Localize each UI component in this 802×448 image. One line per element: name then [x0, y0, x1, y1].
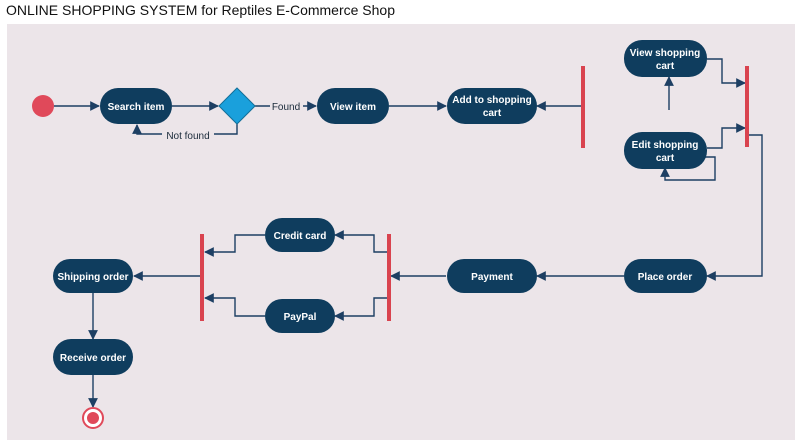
- edge-edit-self-loop: [660, 156, 716, 181]
- view-cart-label-line1: View shopping: [630, 48, 700, 59]
- page-title: ONLINE SHOPPING SYSTEM for Reptiles E-Co…: [6, 2, 395, 18]
- end-node-inner: [87, 412, 99, 424]
- edge-paypal-to-join: [204, 293, 265, 317]
- node-add-to-cart: Add to shopping cart: [447, 88, 537, 124]
- node-shipping-order: Shipping order: [53, 259, 133, 293]
- node-place-order: Place order: [624, 259, 707, 293]
- edge-editcart-to-bar: [707, 123, 746, 149]
- search-item-label: Search item: [108, 102, 165, 113]
- fork-bar-cart: [581, 66, 585, 148]
- node-receive-order: Receive order: [53, 339, 133, 375]
- node-paypal: PayPal: [265, 299, 335, 333]
- join-bar-payment: [200, 234, 204, 321]
- view-cart-label-line2: cart: [656, 61, 675, 72]
- node-search-item: Search item: [100, 88, 172, 124]
- payment-label: Payment: [471, 272, 513, 283]
- node-view-item: View item: [317, 88, 389, 124]
- edge-bar-to-place-order: [706, 134, 763, 281]
- view-item-label: View item: [330, 102, 376, 113]
- shipping-order-label: Shipping order: [57, 272, 128, 283]
- node-payment: Payment: [447, 259, 537, 293]
- found-label: Found: [272, 102, 300, 113]
- node-edit-cart: Edit shopping cart: [624, 132, 707, 169]
- start-node: [32, 95, 54, 117]
- edge-fork-to-credit: [334, 230, 389, 253]
- not-found-label: Not found: [166, 131, 209, 142]
- edge-credit-to-join: [204, 234, 265, 257]
- credit-card-label: Credit card: [274, 231, 327, 242]
- edge-viewcart-to-bar: [707, 58, 746, 88]
- fork-bar-payment: [387, 234, 391, 321]
- join-bar-cart: [745, 66, 749, 147]
- paypal-label: PayPal: [284, 312, 317, 323]
- edge-fork-to-paypal: [334, 297, 389, 321]
- node-view-cart: View shopping cart: [624, 40, 707, 77]
- edit-cart-label-line1: Edit shopping: [632, 140, 699, 151]
- receive-order-label: Receive order: [60, 353, 126, 364]
- edit-cart-label-line2: cart: [656, 153, 675, 164]
- add-to-cart-label-line2: cart: [483, 108, 502, 119]
- decision-diamond: [218, 87, 256, 125]
- node-credit-card: Credit card: [265, 218, 335, 252]
- add-to-cart-label-line1: Add to shopping: [452, 95, 531, 106]
- edge-not-found: [137, 124, 238, 134]
- place-order-label: Place order: [638, 272, 693, 283]
